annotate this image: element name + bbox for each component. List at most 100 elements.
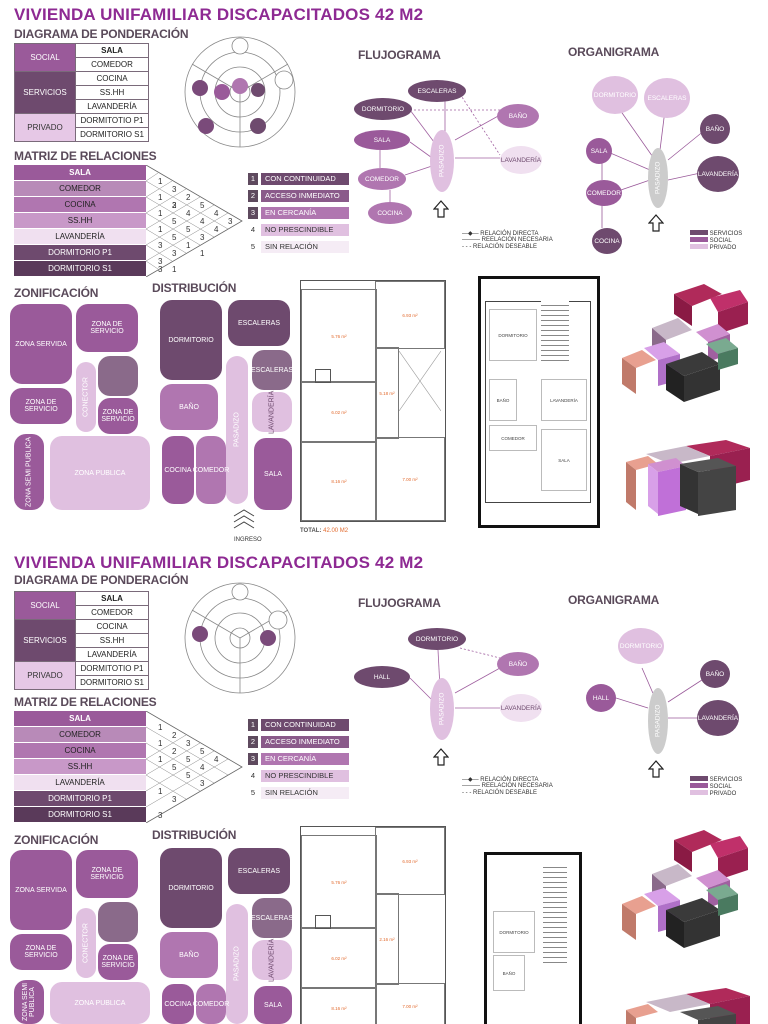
isometric-massing-upper (622, 284, 748, 402)
floor-plan: DORMITORIO BAÑO COMEDOR SALA LAVANDERÍA (478, 276, 600, 528)
item-dormitorio-p1: DORMITOTIO P1 (75, 113, 149, 128)
svg-text:1: 1 (158, 739, 163, 748)
org-legend-text: SERVICIOS (709, 231, 743, 237)
svg-text:3: 3 (172, 185, 177, 194)
legend-num: 2 (248, 190, 258, 202)
total-label: TOTAL: (300, 528, 322, 534)
zona-publica: ZONA PUBLICA (50, 436, 150, 510)
dist-cocina: COCINA (162, 436, 194, 504)
org-legend-privado: PRIVADO (690, 244, 736, 251)
matriz-row-sala: SALA (14, 711, 146, 727)
main-title-2: VIVIENDA UNIFAMILIAR DISCAPACITADOS 42 M… (14, 553, 424, 572)
svg-text:4: 4 (214, 755, 219, 764)
item-comedor: COMEDOR (75, 605, 149, 620)
dist-dormitorio: DORMITORIO (160, 300, 222, 380)
ponderacion-heading: DIAGRAMA DE PONDERACIÓN (14, 27, 189, 41)
matriz-row-sshh: SS.HH (14, 213, 146, 229)
dist-cocina: COCINA (162, 984, 194, 1024)
item-dormitorio-s1: DORMITORIO S1 (75, 675, 149, 690)
matriz-row-comedor: COMEDOR (14, 727, 146, 743)
area-plan-2: 5.76 m² 6.93 m² 2.16 m² 6.02 m² 8.16 m² … (300, 826, 446, 1024)
org-node-dormitorio: DORMITORIO (592, 76, 638, 114)
arrow-up-icon (648, 214, 664, 232)
legend-num: 4 (248, 224, 258, 236)
zona-semipublica: ZONA SEMI PUBLICA (14, 980, 44, 1024)
ponderacion-heading-2: DIAGRAMA DE PONDERACIÓN (14, 573, 189, 587)
legend-num: 3 (248, 207, 258, 219)
matriz-row-dormitorio-p1: DORMITORIO P1 (14, 245, 146, 261)
svg-text:1: 1 (158, 787, 163, 796)
org-legend-servicios-2: SERVICIOS (690, 776, 742, 783)
floor-plan-inner (485, 301, 591, 503)
area-cell-3: 2.16 m² (375, 893, 399, 985)
flujo-legend-needed-2: ――― REELACIÓN NECESARIA (462, 783, 553, 789)
item-sshh: SS.HH (75, 85, 149, 100)
isometric-massing-lower (626, 440, 750, 516)
matriz-row-lavanderia: LAVANDERÍA (14, 775, 146, 791)
flujo2-node-dormitorio: DORMITORIO (408, 628, 466, 650)
org-node-bano: BAÑO (700, 114, 730, 144)
flujo-legend-needed-text: REELACIÓN NECESARIA (481, 237, 553, 243)
legend-text: SIN RELACIÓN (261, 241, 349, 253)
distribucion-heading-2: DISTRIBUCIÓN (152, 828, 237, 842)
zona-publica: ZONA PUBLICA (50, 982, 150, 1024)
area-mark (315, 915, 331, 929)
arrow-up-icon (648, 760, 664, 778)
svg-text:3: 3 (186, 739, 191, 748)
legend-num: 2 (248, 736, 258, 748)
flujo-legend-desired-2: - - - RELACIÓN DESEABLE (462, 790, 538, 796)
dist-dormitorio: DORMITORIO (160, 848, 222, 928)
organigrama-heading: ORGANIGRAMA (568, 45, 660, 59)
flujo2-node-bano: BAÑO (497, 652, 539, 676)
org-node-lavanderia: LAVANDERÍA (697, 156, 739, 192)
dist-escaleras: ESCALERAS (228, 300, 290, 346)
svg-text:3: 3 (158, 241, 163, 250)
svg-text:3: 3 (172, 249, 177, 258)
legend-text: SIN RELACIÓN (261, 787, 349, 799)
legend-num: 3 (248, 753, 258, 765)
org2-node-hall: HALL (586, 684, 616, 712)
flujo-legend-desired-text: RELACIÓN DESEABLE (473, 790, 538, 796)
legend-text: CON CONTINUIDAD (261, 719, 349, 731)
zona-servicio-3: ZONA DE SERVICIO (98, 398, 138, 434)
flujo-legend-needed-text: REELACIÓN NECESARIA (481, 783, 553, 789)
zona-servicio-1: ZONA DE SERVICIO (76, 304, 138, 352)
svg-text:4: 4 (214, 225, 219, 234)
total-value: 42.00 M2 (323, 528, 349, 534)
area-mark (315, 369, 331, 383)
flujo-legend-direct-2: ―◆― RELACIÓN DIRECTA (462, 777, 539, 783)
floor-room-comedor: COMEDOR (489, 425, 537, 451)
svg-text:5: 5 (186, 755, 191, 764)
flujo2-node-pasadizo: PASADIZO (430, 678, 454, 740)
svg-text:1: 1 (158, 209, 163, 218)
legend-text: ACCESO INMEDIATO (261, 736, 349, 748)
svg-text:3: 3 (172, 795, 177, 804)
item-sala: SALA (75, 591, 149, 606)
area-cell-3: 5.18 m² (375, 347, 399, 439)
dist-escaleras-2: ESCALERAS (251, 898, 293, 938)
organigrama-heading-2: ORGANIGRAMA (568, 593, 660, 607)
dist-escaleras: ESCALERAS (228, 848, 290, 894)
svg-text:3: 3 (200, 233, 205, 242)
zona-servicio-3: ZONA DE SERVICIO (98, 944, 138, 980)
legend-text: NO PRESCINDIBLE (261, 224, 349, 236)
distribucion-heading: DISTRIBUCIÓN (152, 281, 237, 295)
item-cocina: COCINA (75, 71, 149, 86)
svg-text:1: 1 (158, 193, 163, 202)
panel-bottom: VIVIENDA UNIFAMILIAR DISCAPACITADOS 42 M… (0, 548, 768, 1024)
legend-text: EN CERCANÍA (261, 753, 349, 765)
area-cell-6: 7.00 m² (375, 437, 445, 521)
svg-text:5: 5 (172, 763, 177, 772)
legend-text: ACCESO INMEDIATO (261, 190, 349, 202)
floor-room-dormitorio: DORMITORIO (489, 309, 537, 361)
zona-servicio-1: ZONA DE SERVICIO (76, 850, 138, 898)
org-legend-social: SOCIAL (690, 237, 732, 244)
svg-text:3: 3 (158, 811, 163, 820)
flujo-node-lavanderia: LAVANDERÍA (500, 146, 542, 174)
flujo2-node-lavanderia: LAVANDERÍA (500, 694, 542, 722)
